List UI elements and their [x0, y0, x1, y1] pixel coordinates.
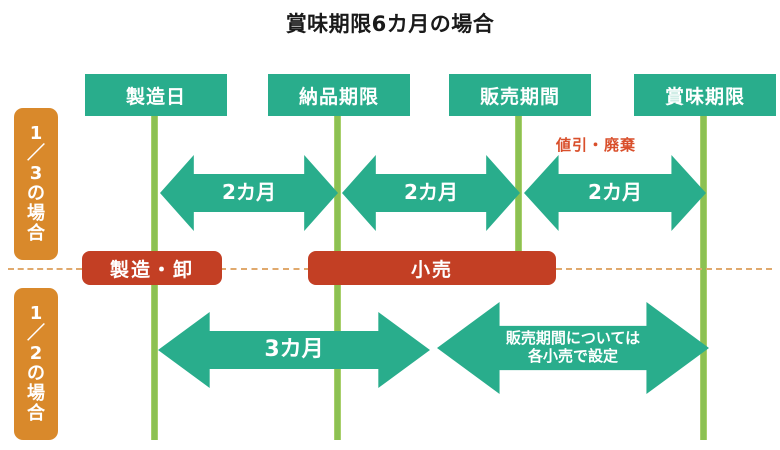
- side-label-one-half-case[interactable]: 1 ／ 2 の 場 合: [14, 288, 58, 440]
- milestone-label: 製造日: [125, 85, 186, 108]
- side-label-char: ／: [27, 142, 45, 164]
- timeline-rail-best-before: [700, 115, 707, 440]
- annotation-label: 値引・廃棄: [556, 136, 637, 154]
- role-box-retailer[interactable]: 小売: [308, 251, 556, 285]
- milestone-delivery-deadline[interactable]: 納品期限: [268, 74, 410, 116]
- side-label-char: 1: [29, 122, 43, 144]
- side-label-char: 合: [27, 403, 45, 425]
- divider-middle: [220, 268, 310, 270]
- divider-left: [8, 268, 82, 270]
- arrow-manufacture-to-sales: 3カ月: [158, 312, 430, 388]
- arrow-label: 2カ月: [222, 180, 276, 205]
- arrow-label: 販売期間については 各小売で設定: [505, 329, 641, 365]
- side-label-char: 合: [27, 223, 45, 245]
- side-label-char: の: [27, 183, 45, 204]
- side-label-char: ／: [27, 322, 45, 344]
- milestone-label: 賞味期限: [664, 85, 745, 108]
- role-label: 小売: [410, 258, 453, 281]
- side-label-one-third-case[interactable]: 1 ／ 3 の 場 合: [14, 108, 58, 260]
- milestone-best-before-date[interactable]: 賞味期限: [634, 74, 776, 116]
- side-label-char: 1: [29, 302, 43, 324]
- side-label-char: 場: [27, 203, 45, 225]
- arrow-label: 2カ月: [588, 180, 642, 205]
- side-label-char: 2: [29, 342, 43, 364]
- milestone-label: 販売期間: [479, 85, 560, 108]
- arrow-label: 2カ月: [404, 180, 458, 205]
- side-label-char: 3: [29, 162, 43, 184]
- divider-right: [556, 268, 772, 270]
- arrow-delivery-to-sales: 2カ月: [342, 155, 520, 231]
- timeline-rail-sales-period: [515, 115, 522, 254]
- role-box-maker-wholesaler[interactable]: 製造・卸: [82, 251, 222, 285]
- milestone-manufacture-date[interactable]: 製造日: [85, 74, 227, 116]
- annotation-discount-disposal: 値引・廃棄: [556, 134, 636, 155]
- arrow-sales-period-note: 販売期間については 各小売で設定: [437, 302, 709, 394]
- side-label-char: 場: [27, 383, 45, 405]
- page-title: 賞味期限6カ月の場合: [285, 12, 495, 36]
- role-label: 製造・卸: [109, 258, 194, 281]
- milestone-sales-period[interactable]: 販売期間: [449, 74, 591, 116]
- side-label-char: の: [27, 363, 45, 384]
- milestone-label: 納品期限: [298, 85, 379, 108]
- arrow-label: 3カ月: [264, 337, 324, 363]
- arrow-manufacture-to-delivery: 2カ月: [160, 155, 338, 231]
- arrow-sales-to-best-before: 2カ月: [524, 155, 706, 231]
